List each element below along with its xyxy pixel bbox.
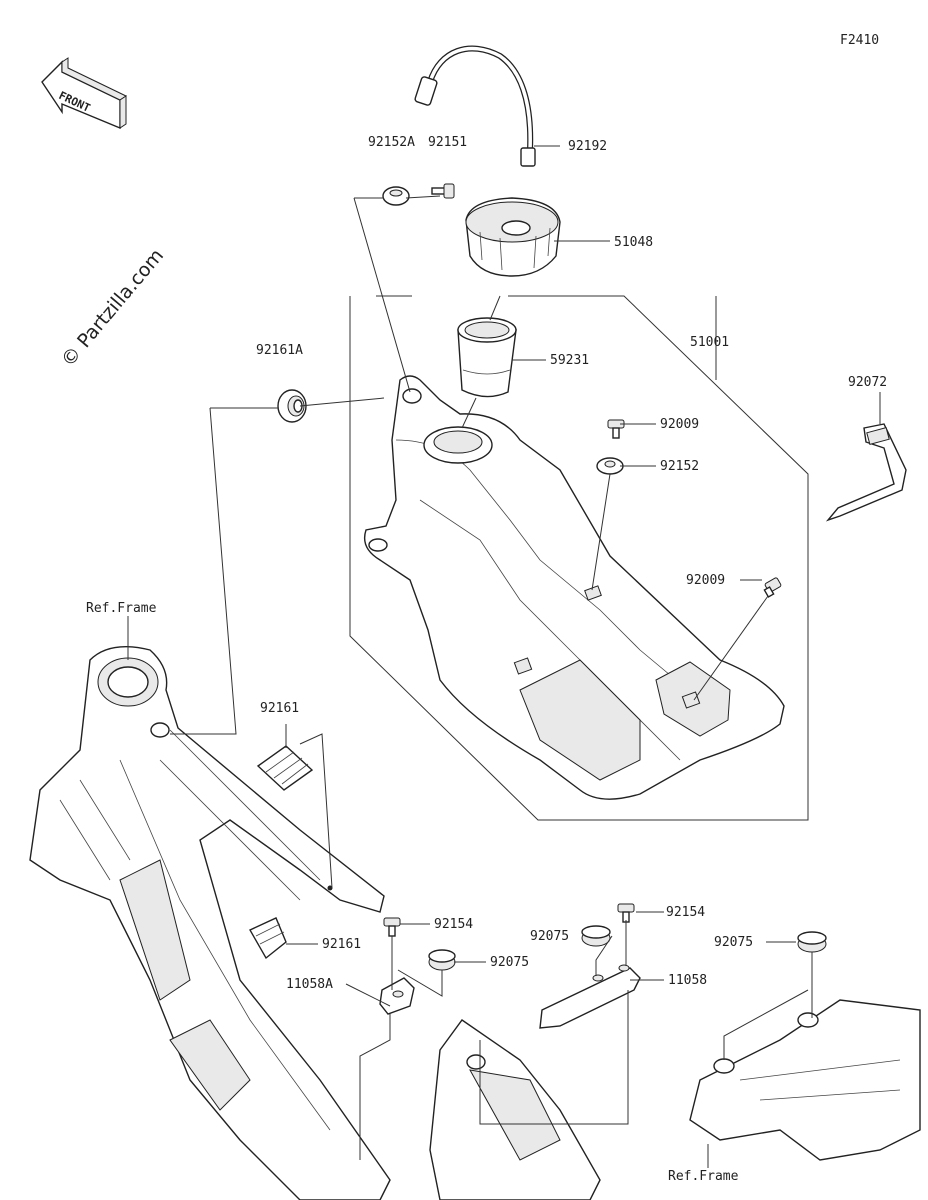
damper-92161a-part	[277, 389, 307, 423]
front-arrow-icon: FRONT	[41, 57, 128, 130]
callout-92154-right: 92154	[666, 905, 705, 920]
callout-92009-rear: 92009	[686, 573, 725, 588]
frame-part	[29, 645, 391, 1200]
bolt-92154-right-part	[617, 903, 635, 923]
filler-neck-part	[457, 317, 517, 398]
ref-frame-label-top: Ref.Frame	[86, 601, 157, 616]
bracket-11058a-part	[379, 977, 415, 1015]
callout-92192: 92192	[568, 139, 607, 154]
callout-59231: 59231	[550, 353, 589, 368]
bracket-11058-part	[539, 964, 641, 1029]
callout-92161a: 92161A	[256, 343, 303, 358]
callout-92161-pad: 92161	[260, 701, 299, 716]
callout-92152a: 92152A	[368, 135, 415, 150]
callout-92154-left: 92154	[434, 917, 473, 932]
fuel-tank-part	[363, 375, 785, 800]
ref-frame-label-bottom: Ref.Frame	[668, 1169, 739, 1184]
watermark-text: © Partzilla.com	[57, 245, 168, 371]
callout-92152: 92152	[660, 459, 699, 474]
callout-92009-upper: 92009	[660, 417, 699, 432]
tank-bracket-92072-part	[825, 423, 907, 522]
cap-92075-left-part	[581, 925, 611, 947]
collar-92152-part	[596, 457, 624, 475]
diagram-code: F2410	[840, 33, 879, 48]
bolt-92009-upper-part	[607, 419, 625, 439]
damper-92161-frame-part	[249, 917, 287, 960]
fuel-cap-part	[465, 197, 561, 277]
collar-92152a-part	[382, 186, 410, 206]
cap-92075-center-part	[428, 949, 456, 971]
damper-92161-pad-part	[256, 745, 314, 791]
callout-92075-center: 92075	[490, 955, 529, 970]
frame-center-part	[429, 1019, 601, 1200]
leader-lines	[127, 145, 881, 1168]
callout-92075-left: 92075	[530, 929, 569, 944]
bolt-92151-part	[431, 183, 455, 199]
bolt-92009-rear-part	[763, 577, 782, 598]
frame-rear-part	[689, 999, 921, 1161]
callout-11058a: 11058A	[286, 977, 333, 992]
callout-11058: 11058	[668, 973, 707, 988]
callout-92072: 92072	[848, 375, 887, 390]
breather-hose-part	[414, 45, 536, 167]
bolt-92154-left-part	[383, 917, 401, 937]
callout-92161-frame: 92161	[322, 937, 361, 952]
callout-51048: 51048	[614, 235, 653, 250]
callout-92075-right: 92075	[714, 935, 753, 950]
callout-92151: 92151	[428, 135, 467, 150]
cap-92075-right-part	[797, 931, 827, 953]
callout-51001: 51001	[690, 335, 729, 350]
